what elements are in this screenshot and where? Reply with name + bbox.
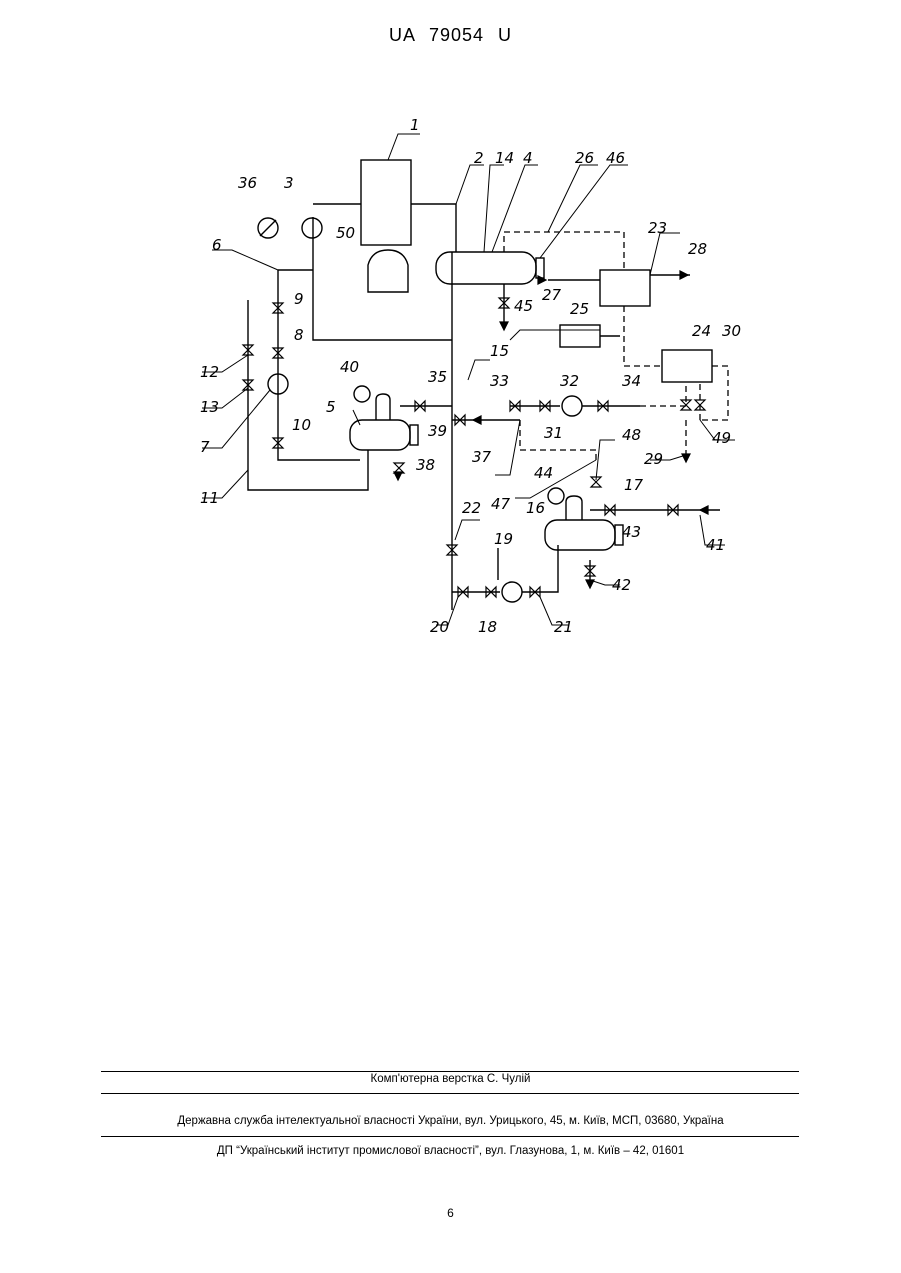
label-21: 21: [554, 618, 573, 636]
label-32: 32: [560, 372, 579, 390]
schematic-figure: 1 2 14 4 26 46 36 3 50 23 28 6 9 45 27 2…: [0, 0, 901, 700]
label-20: 20: [430, 618, 449, 636]
label-8: 8: [294, 326, 304, 344]
receiver-5: [350, 420, 410, 450]
pump-31: [562, 396, 582, 416]
pump-18: [502, 582, 522, 602]
label-9: 9: [294, 290, 304, 308]
label-26: 26: [575, 149, 594, 167]
gauge-44: [548, 488, 564, 504]
label-31: 31: [544, 424, 563, 442]
label-50: 50: [336, 224, 355, 242]
label-48: 48: [622, 426, 641, 444]
label-49: 49: [712, 429, 731, 447]
label-30: 30: [722, 322, 741, 340]
label-43: 43: [622, 523, 641, 541]
label-38: 38: [416, 456, 435, 474]
footer-rule-bottom: [101, 1136, 799, 1137]
label-35: 35: [428, 368, 447, 386]
label-24: 24: [692, 322, 711, 340]
footer-institute: ДП “Український інститут промислової вла…: [0, 1145, 901, 1157]
label-40: 40: [340, 358, 359, 376]
gauge-40: [354, 386, 370, 402]
label-33: 33: [490, 372, 509, 390]
footer-rule-mid: [101, 1093, 799, 1094]
footer-typeset: Комп'ютерна верстка С. Чулій: [0, 1073, 901, 1085]
page-number: 6: [0, 1206, 901, 1220]
label-19: 19: [494, 530, 513, 548]
label-25: 25: [570, 300, 589, 318]
label-46: 46: [606, 149, 625, 167]
label-39: 39: [428, 422, 447, 440]
label-42: 42: [612, 576, 631, 594]
label-2: 2: [474, 149, 484, 167]
footer-agency: Державна служба інтелектуальної власност…: [0, 1115, 901, 1127]
label-6: 6: [212, 236, 222, 254]
label-4: 4: [523, 149, 533, 167]
label-12: 12: [200, 363, 219, 381]
label-11: 11: [200, 489, 219, 507]
label-44: 44: [534, 464, 553, 482]
label-23: 23: [648, 219, 667, 237]
body-50: [368, 250, 408, 292]
label-7: 7: [200, 438, 210, 456]
block-24: [662, 350, 712, 382]
block-25: [560, 325, 600, 347]
label-5: 5: [326, 398, 336, 416]
label-27: 27: [542, 286, 562, 304]
exchanger-4: [436, 252, 536, 284]
label-36: 36: [238, 174, 257, 192]
label-18: 18: [478, 618, 497, 636]
label-29: 29: [644, 450, 663, 468]
callout-labels: 1 2 14 4 26 46 36 3 50 23 28 6 9 45 27 2…: [200, 116, 741, 636]
label-47: 47: [491, 495, 511, 513]
label-15: 15: [490, 342, 509, 360]
pump-3: [302, 218, 322, 238]
label-1: 1: [410, 116, 420, 134]
label-41: 41: [706, 536, 725, 554]
label-14: 14: [495, 149, 514, 167]
footer-rule-top: [101, 1071, 799, 1072]
label-45: 45: [514, 297, 533, 315]
label-3: 3: [284, 174, 294, 192]
label-13: 13: [200, 398, 219, 416]
label-17: 17: [624, 476, 644, 494]
receiver-16: [545, 520, 615, 550]
label-37: 37: [472, 448, 492, 466]
label-34: 34: [622, 372, 641, 390]
tank-1: [361, 160, 411, 245]
label-16: 16: [526, 499, 545, 517]
label-10: 10: [292, 416, 311, 434]
block-23: [600, 270, 650, 306]
label-22: 22: [462, 499, 481, 517]
label-28: 28: [688, 240, 707, 258]
